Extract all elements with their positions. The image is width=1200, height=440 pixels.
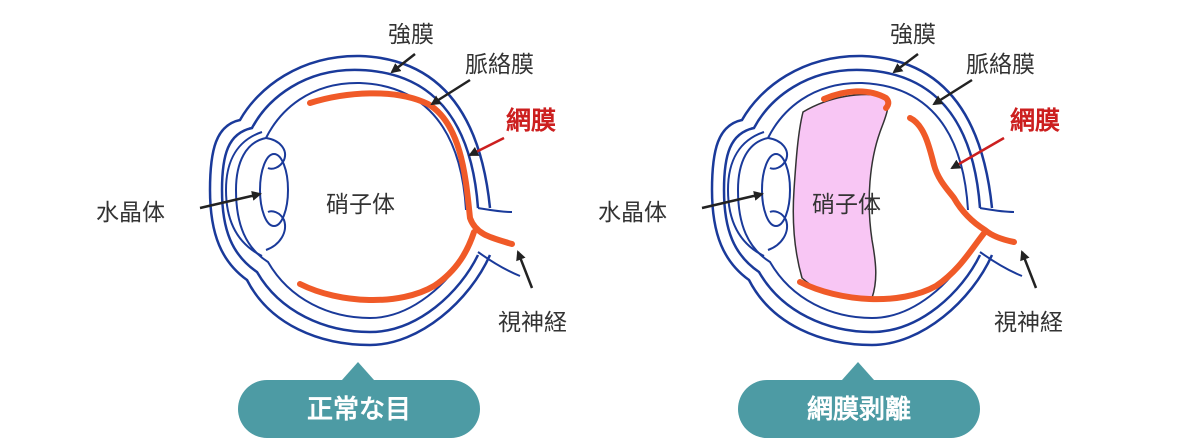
sclera-outline — [208, 54, 492, 347]
lens-pointer — [199, 190, 262, 210]
normal-eye-badge: 正常な目 — [238, 362, 480, 438]
normal-eye-pointers — [199, 53, 534, 289]
inner-wall-outline — [234, 81, 467, 320]
retina-line-lower — [797, 229, 988, 303]
lens-label: 水晶体 — [96, 200, 165, 226]
optic-nerve-outline — [979, 207, 1023, 277]
detached-eye-badge: 網膜剥離 — [738, 362, 980, 438]
vitreous-label: 硝子体 — [812, 192, 881, 218]
lens-shape — [761, 153, 791, 227]
detached-eye — [710, 54, 1023, 347]
detached-eye-badge-text: 網膜剥離 — [807, 394, 911, 425]
sclera-pointer — [892, 53, 919, 74]
detached-eye-pointers — [701, 53, 1038, 289]
retina-label: 網膜 — [1010, 106, 1060, 135]
sclera-label: 強膜 — [388, 22, 434, 48]
optic-nerve-outline — [477, 207, 521, 277]
retina-detached-flap — [907, 115, 1017, 245]
choroid-label: 脈絡膜 — [966, 52, 1035, 78]
normal-eye — [208, 54, 521, 347]
choroid-outline — [722, 68, 982, 334]
choroid-pointer — [430, 78, 471, 106]
choroid-label: 脈絡膜 — [465, 52, 534, 78]
choroid-outline — [220, 68, 480, 334]
sclera-pointer — [390, 53, 416, 74]
optic-nerve-label: 視神経 — [498, 310, 567, 336]
optic-nerve-pointer — [1020, 250, 1038, 289]
retina-line — [821, 88, 892, 111]
lens-shape — [259, 153, 289, 227]
lens-pointer — [701, 190, 764, 210]
lens-label: 水晶体 — [598, 200, 667, 226]
sclera-outline — [710, 54, 994, 347]
optic-nerve-pointer — [516, 250, 534, 289]
retina-label: 網膜 — [506, 106, 556, 135]
retina-pointer — [468, 136, 505, 157]
retina-line-lower — [297, 229, 477, 304]
sclera-label: 強膜 — [890, 22, 936, 48]
retina-pointer — [950, 136, 1005, 170]
iris-outline — [767, 137, 788, 251]
optic-nerve-label: 視神経 — [994, 310, 1063, 336]
cornea-outline — [224, 131, 263, 257]
retina-line — [307, 90, 515, 247]
choroid-pointer — [932, 78, 973, 106]
iris-outline — [265, 137, 286, 251]
vitreous-label: 硝子体 — [326, 192, 395, 218]
normal-eye-badge-text: 正常な目 — [307, 395, 411, 425]
cornea-outline — [726, 131, 765, 257]
inner-wall-outline — [736, 81, 969, 320]
